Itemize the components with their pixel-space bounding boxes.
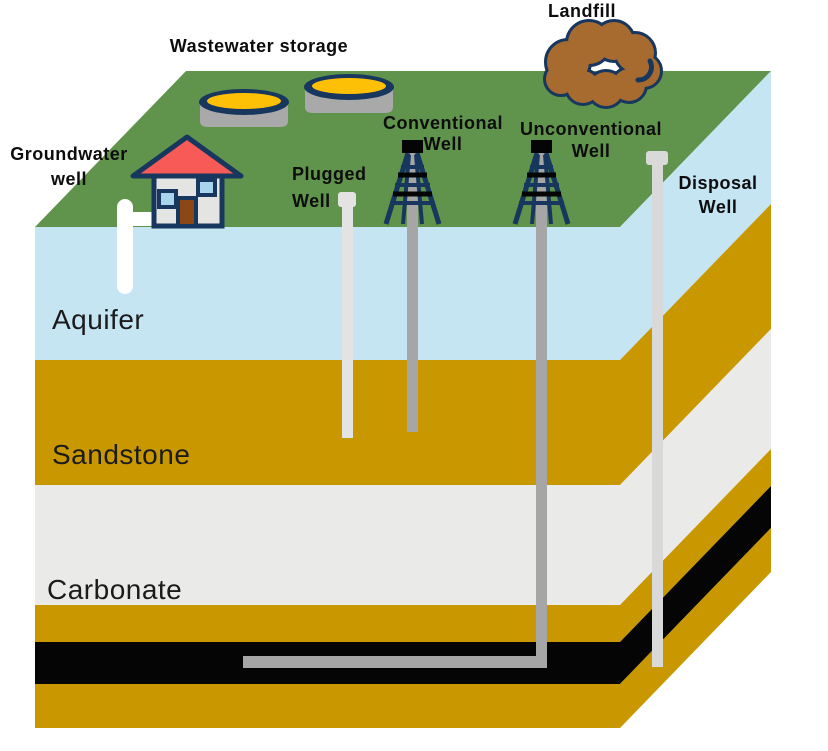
house-icon [130, 134, 244, 229]
label-landfill: Landfill [548, 1, 616, 21]
house-window-right [196, 178, 217, 197]
house-window-left [157, 189, 178, 209]
label-layer-carbonate: Carbonate [47, 574, 183, 605]
wastewater-tank-2-icon [304, 74, 394, 113]
unconventional-well-icon [243, 150, 547, 668]
label-line: Unconventional [519, 119, 663, 139]
conventional-well-pipe [407, 150, 418, 432]
conventional-derrick-icon [383, 140, 442, 225]
label-unconventional-well: Unconventional Well [520, 118, 662, 162]
label-line: well [50, 169, 88, 189]
label-line: Well [292, 191, 331, 211]
layer-front-sandstone [35, 360, 620, 485]
house-roof [130, 134, 244, 179]
plugged-well-icon [338, 192, 356, 438]
unconventional-well-pipe [536, 150, 547, 668]
label-line: Conventional [382, 113, 504, 133]
derrick-cross-bars [522, 172, 561, 197]
label-line: Groundwater [10, 144, 128, 164]
groundwater-well-pipe [117, 199, 133, 294]
label-plugged-well: Plugged Well [292, 161, 367, 215]
label-line: Well [571, 141, 611, 161]
tank-liquid [207, 93, 281, 109]
derrick-crown-block [402, 140, 423, 153]
derrick-legs [512, 152, 571, 225]
groundwater-well-icon [117, 199, 156, 294]
layer-front-gold-band [35, 605, 620, 642]
derrick-rungs [519, 165, 564, 205]
wastewater-tank-1-icon [199, 89, 289, 127]
label-line: Well [698, 197, 738, 217]
unconventional-well-lateral [243, 656, 547, 668]
derrick-rungs [390, 165, 435, 205]
derrick-legs [383, 152, 442, 225]
derrick-cross-bars [393, 172, 432, 197]
disposal-well-cap [646, 151, 668, 165]
label-disposal-well: Disposal Well [678, 171, 757, 219]
house-door [176, 196, 198, 228]
disposal-well-pipe [652, 163, 663, 667]
layer-side-deep-gold [620, 528, 771, 728]
landfill-icon [543, 19, 663, 109]
plugged-well-pipe [342, 203, 353, 438]
label-line: Well [423, 134, 463, 154]
landfill-fold-line [635, 58, 654, 83]
layer-front-carbonate [35, 485, 620, 605]
label-layer-aquifer: Aquifer [52, 304, 145, 335]
unconventional-derrick-icon [512, 140, 571, 225]
label-groundwater-well: Groundwater well [10, 142, 128, 192]
layer-front-deep-gold [35, 684, 620, 728]
derrick-crown-block [531, 140, 552, 153]
label-line: Plugged [292, 164, 367, 184]
disposal-well-icon [646, 151, 668, 667]
label-wastewater-storage: Wastewater storage [169, 36, 349, 56]
tank-liquid [312, 78, 386, 94]
label-layer-sandstone: Sandstone [52, 439, 191, 470]
plugged-well-cap [338, 192, 356, 207]
label-conventional-well: Conventional Well [383, 113, 503, 155]
label-line: Disposal [678, 173, 758, 193]
